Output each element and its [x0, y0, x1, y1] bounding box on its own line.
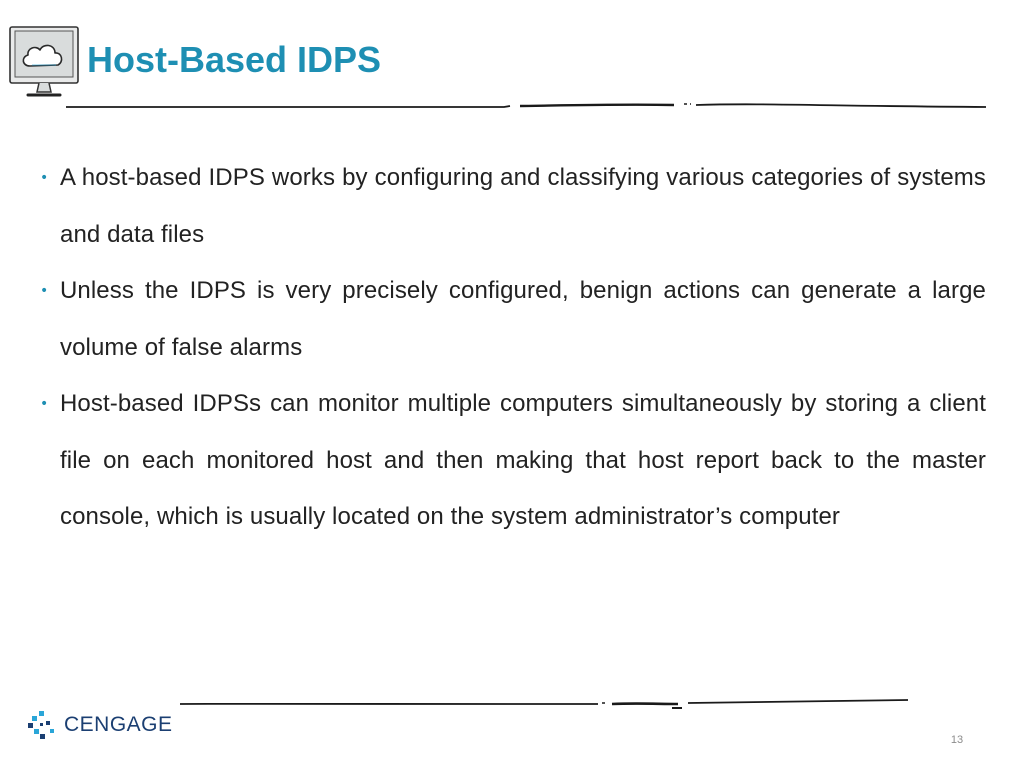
- bullet-marker: •: [40, 396, 49, 412]
- footer-divider: [179, 699, 909, 709]
- slide-title: Host-Based IDPS: [87, 39, 382, 80]
- bullet-text: A host-based IDPS works by configuring a…: [60, 164, 986, 248]
- title-divider: [65, 103, 987, 109]
- bullet-marker: •: [40, 170, 49, 186]
- monitor-cloud-icon: [9, 26, 79, 97]
- bullet-marker: •: [40, 283, 49, 299]
- list-item: • Unless the IDPS is very precisely conf…: [40, 263, 986, 376]
- page-number: 13: [950, 734, 964, 746]
- cengage-logo: CENGAGE: [26, 708, 173, 742]
- list-item: • Host-based IDPSs can monitor multiple …: [40, 376, 986, 546]
- bullet-text: Unless the IDPS is very precisely config…: [60, 277, 986, 361]
- list-item: • A host-based IDPS works by configuring…: [40, 150, 986, 263]
- logo-wordmark: CENGAGE: [64, 713, 173, 736]
- cengage-logo-mark: [28, 711, 54, 739]
- bullet-list: • A host-based IDPS works by configuring…: [40, 150, 986, 546]
- bullet-text: Host-based IDPSs can monitor multiple co…: [60, 390, 986, 530]
